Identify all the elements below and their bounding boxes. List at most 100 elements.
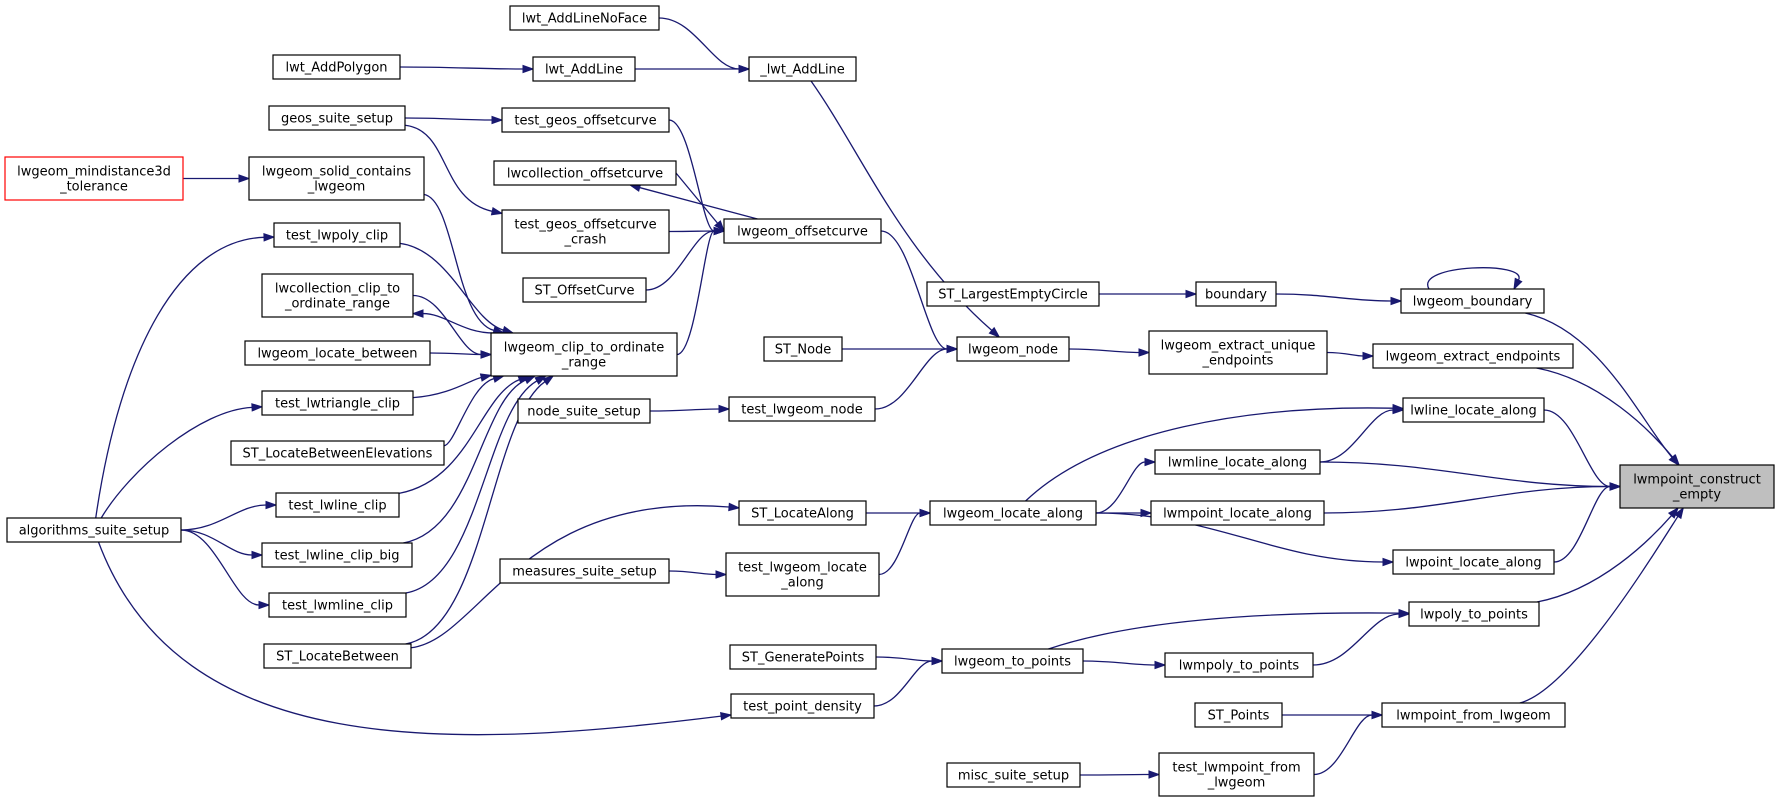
edge-line	[180, 529, 260, 606]
node-ST_LocateBetween[interactable]: ST_LocateBetween	[263, 643, 412, 669]
node-test_geos_offsetcurve_crash[interactable]: test_geos_offsetcurve_crash	[501, 209, 670, 254]
node-test_lwline_clip_big[interactable]: test_lwline_clip_big	[261, 542, 413, 568]
node-lwline_locate_along[interactable]: lwline_locate_along	[1402, 397, 1545, 423]
node-label: test_lwgeom_node	[741, 403, 863, 418]
node-box	[501, 107, 670, 133]
node-geos_suite_setup[interactable]: geos_suite_setup	[268, 105, 406, 131]
edge-line	[422, 312, 495, 334]
edge-arrowhead	[1362, 351, 1375, 361]
node-ST_Node[interactable]: ST_Node	[763, 336, 843, 362]
node-test_lwmline_clip[interactable]: test_lwmline_clip	[268, 592, 407, 618]
edge-lwt_AddPolygon-to-lwt_AddLine	[399, 64, 535, 74]
node-test_lwgeom_locate_along[interactable]: test_lwgeom_locate_along	[725, 552, 880, 597]
node-box	[1381, 702, 1566, 728]
node-label: test_lwline_clip	[288, 499, 386, 514]
node-test_lwgeom_node[interactable]: test_lwgeom_node	[728, 396, 876, 422]
node-box	[1194, 702, 1283, 728]
node-lwt_AddLineNoFace[interactable]: lwt_AddLineNoFace	[509, 5, 660, 31]
node-lwgeom_extract_unique_endpoints[interactable]: lwgeom_extract_unique_endpoints	[1148, 330, 1328, 375]
node-label: _lwgeom	[307, 180, 366, 195]
node-label: _range	[561, 356, 606, 371]
node-label: lwt_AddLineNoFace	[522, 12, 647, 27]
node-algorithms_suite_setup[interactable]: algorithms_suite_setup	[6, 517, 182, 543]
node-lwcollection_clip_to_ordinate_range[interactable]: lwcollection_clip_to_ordinate_range	[261, 273, 414, 318]
node-test_lwpoly_clip[interactable]: test_lwpoly_clip	[273, 222, 401, 248]
node-lwgeom_to_points[interactable]: lwgeom_to_points	[941, 648, 1084, 674]
node-lwgeom_mindistance3d_tolerance[interactable]: lwgeom_mindistance3d_tolerance	[4, 156, 184, 201]
edge-arrowhead	[490, 206, 504, 216]
node-lwmpoint_construct_empty[interactable]: lwmpoint_construct_empty	[1619, 464, 1775, 509]
edge-line	[668, 230, 715, 233]
edge-line	[404, 124, 493, 212]
node-ST_LocateAlong[interactable]: ST_LocateAlong	[738, 500, 867, 526]
node-test_lwmpoint_from_lwgeom[interactable]: test_lwmpoint_from_lwgeom	[1158, 752, 1315, 797]
edge-lwpoint_locate_along-to-lwmpoint_construct_empty	[1553, 482, 1622, 563]
node-test_lwtriangle_clip[interactable]: test_lwtriangle_clip	[261, 390, 414, 416]
node-label: node_suite_setup	[527, 405, 641, 420]
node-lwgeom_boundary[interactable]: lwgeom_boundary	[1400, 288, 1545, 314]
node-lwpoly_to_points[interactable]: lwpoly_to_points	[1408, 601, 1540, 627]
edge-lwmline_locate_along-to-lwline_locate_along	[1319, 405, 1405, 463]
nodes-layer: lwmpoint_construct_empty lwgeom_boundary b…	[4, 5, 1775, 797]
edge-line	[1048, 612, 1400, 650]
node-lwgeom_locate_between[interactable]: lwgeom_locate_between	[244, 340, 431, 366]
edge-line	[1427, 267, 1520, 290]
node-_lwt_AddLine[interactable]: _lwt_AddLine	[748, 56, 857, 82]
node-box	[517, 398, 651, 424]
node-ST_LocateBetweenElevations[interactable]: ST_LocateBetweenElevations	[230, 440, 445, 466]
node-box	[263, 643, 412, 669]
node-ST_OffsetCurve[interactable]: ST_OffsetCurve	[522, 277, 647, 303]
node-lwgeom_extract_endpoints[interactable]: lwgeom_extract_endpoints	[1372, 343, 1574, 369]
node-measures_suite_setup[interactable]: measures_suite_setup	[499, 558, 670, 584]
edge-lwgeom_node-to-lwgeom_extract_unique_endpoints	[1068, 348, 1151, 357]
node-test_point_density[interactable]: test_point_density	[730, 693, 875, 719]
node-label: lwcollection_clip_to	[275, 282, 400, 297]
node-lwgeom_locate_along[interactable]: lwgeom_locate_along	[929, 500, 1097, 526]
node-test_geos_offsetcurve[interactable]: test_geos_offsetcurve	[501, 107, 670, 133]
edge-line	[443, 377, 495, 447]
node-box	[268, 105, 406, 131]
node-box	[272, 54, 401, 80]
node-ST_GeneratePoints[interactable]: ST_GeneratePoints	[729, 644, 877, 670]
node-misc_suite_setup[interactable]: misc_suite_setup	[946, 762, 1081, 788]
node-box	[1402, 397, 1545, 423]
edge-line	[100, 406, 253, 519]
node-lwcollection_offsetcurve[interactable]: lwcollection_offsetcurve	[493, 160, 677, 186]
edge-line	[1319, 461, 1611, 488]
node-lwt_AddLine[interactable]: lwt_AddLine	[532, 56, 636, 82]
edge-line	[95, 236, 265, 519]
edge-arrowhead	[713, 226, 726, 236]
node-lwmline_locate_along[interactable]: lwmline_locate_along	[1154, 449, 1321, 475]
node-label: ST_Points	[1208, 709, 1270, 724]
node-lwgeom_offsetcurve[interactable]: lwgeom_offsetcurve	[723, 218, 882, 244]
node-boundary[interactable]: boundary	[1195, 281, 1277, 307]
edge-geos_suite_setup-to-test_geos_offsetcurve	[404, 115, 504, 125]
node-lwgeom_node[interactable]: lwgeom_node	[956, 336, 1070, 362]
node-label: _ordinate_range	[284, 297, 390, 312]
node-ST_LargestEmptyCircle[interactable]: ST_LargestEmptyCircle	[926, 281, 1100, 307]
node-lwpoint_locate_along[interactable]: lwpoint_locate_along	[1392, 549, 1555, 575]
edge-arrowhead	[946, 344, 959, 354]
edge-line	[1323, 485, 1611, 514]
node-label: lwgeom_node	[968, 343, 1058, 358]
edge-arrowhead	[251, 403, 264, 412]
node-label: _along	[780, 576, 824, 591]
node-box	[723, 218, 882, 244]
node-lwmpoint_from_lwgeom[interactable]: lwmpoint_from_lwgeom	[1381, 702, 1566, 728]
node-node_suite_setup[interactable]: node_suite_setup	[517, 398, 651, 424]
node-lwt_AddPolygon[interactable]: lwt_AddPolygon	[272, 54, 401, 80]
node-lwgeom_clip_to_ordinate_range[interactable]: lwgeom_clip_to_ordinate_range	[490, 332, 678, 377]
node-lwmpoly_to_points[interactable]: lwmpoly_to_points	[1164, 652, 1314, 678]
edge-line	[875, 656, 933, 662]
node-label: ST_LocateBetween	[276, 650, 399, 665]
node-label: _lwgeom	[1207, 776, 1266, 791]
node-lwmpoint_locate_along[interactable]: lwmpoint_locate_along	[1150, 500, 1325, 526]
node-ST_Points[interactable]: ST_Points	[1194, 702, 1283, 728]
edge-ST_LocateBetweenElevations-to-lwgeom_clip_to_ordinate_range	[443, 374, 506, 447]
node-box	[1400, 288, 1545, 314]
edge-lwt_AddLineNoFace-to-_lwt_AddLine	[658, 17, 751, 74]
node-test_lwline_clip[interactable]: test_lwline_clip	[275, 492, 400, 518]
node-box	[275, 492, 400, 518]
edge-ST_LargestEmptyCircle-to-boundary	[1098, 289, 1198, 299]
node-lwgeom_solid_contains_lwgeom[interactable]: lwgeom_solid_contains_lwgeom	[248, 156, 425, 201]
